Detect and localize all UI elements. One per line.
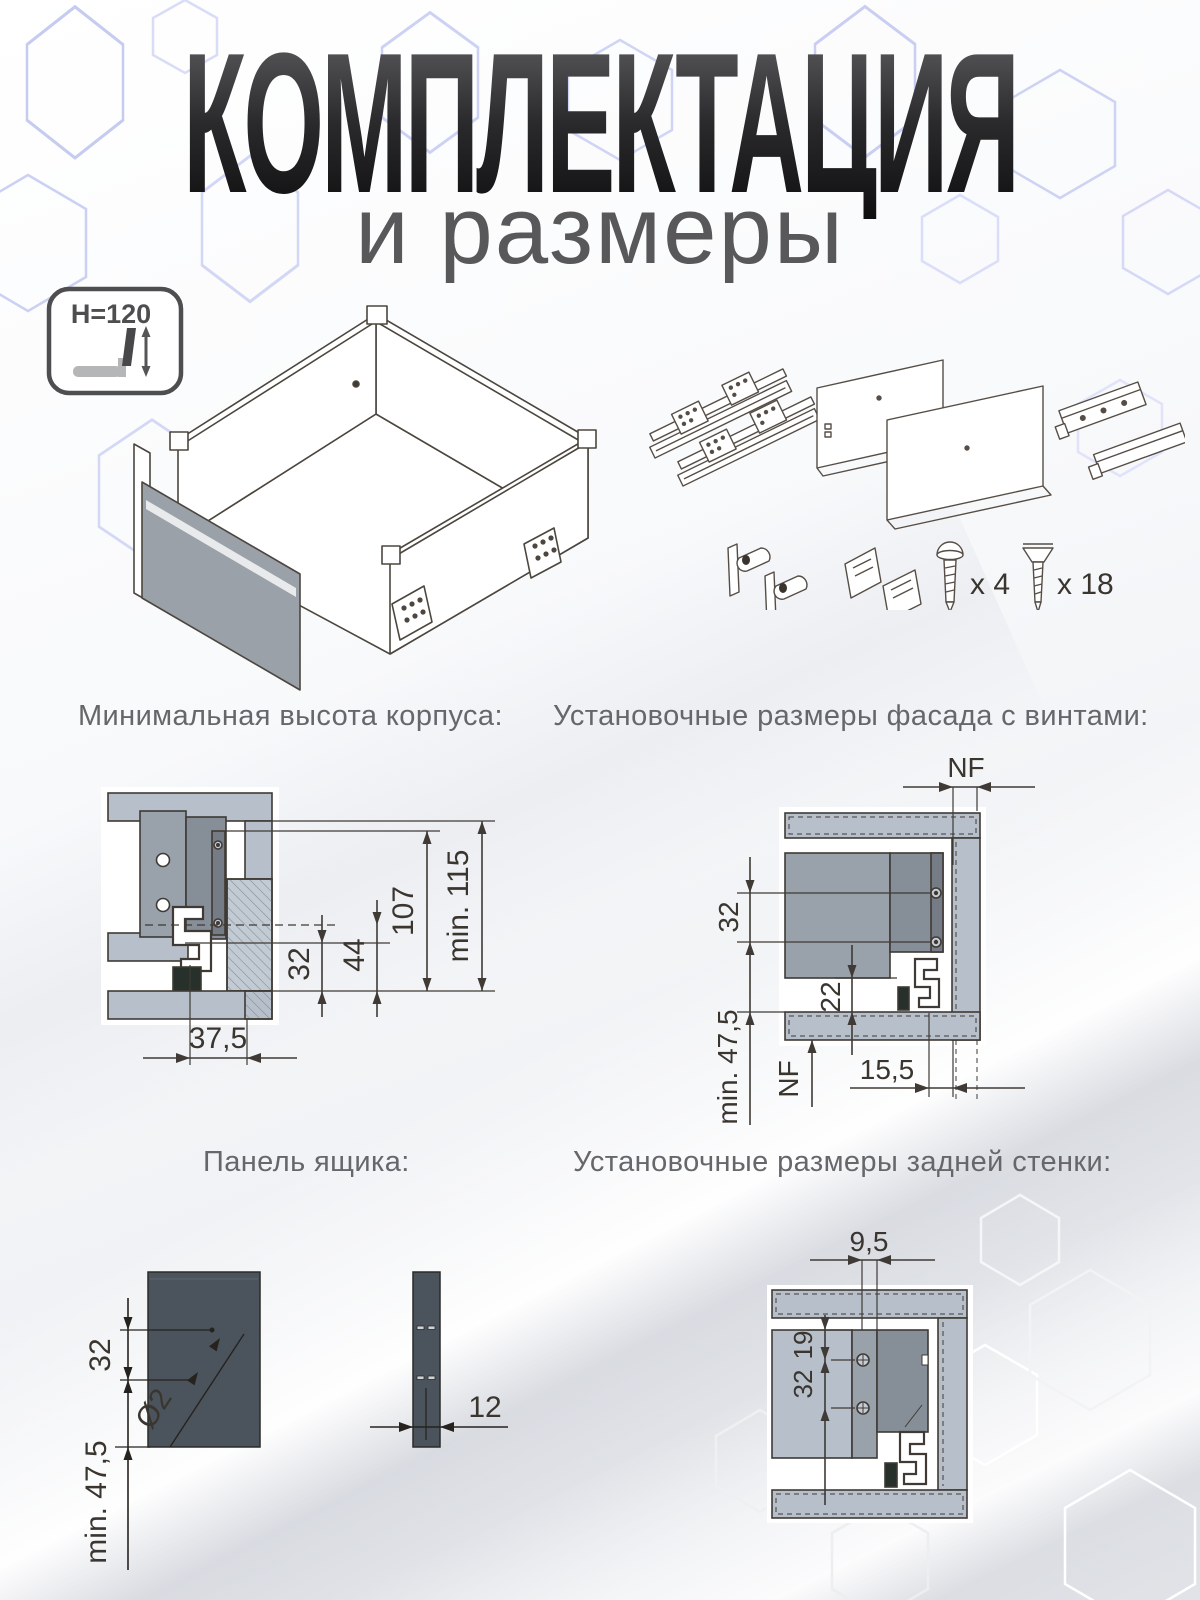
dim-22: 22	[815, 981, 846, 1012]
dim-32: 32	[84, 1338, 117, 1371]
hex-pattern-bottom	[714, 1193, 1197, 1600]
dim-nf-top: NF	[947, 752, 984, 783]
drawing-min-height: 32 44 107 min. 115 37,5	[101, 787, 495, 1065]
dim-37-5: 37,5	[189, 1022, 247, 1055]
dim-15-5: 15,5	[860, 1054, 915, 1085]
drawer-3d-drawing	[133, 305, 597, 691]
pan-head-screw	[936, 541, 964, 610]
facade-fastener	[764, 571, 808, 610]
dim-32: 32	[713, 901, 744, 932]
dim-107: 107	[387, 886, 420, 936]
dim-32: 32	[788, 1370, 818, 1399]
page-subtitle: и размеры	[355, 177, 845, 284]
dim-12: 12	[468, 1391, 501, 1424]
countersunk-screw	[1022, 543, 1054, 610]
dim-min-115: min. 115	[442, 850, 475, 963]
back-wall-bracket	[1087, 422, 1185, 480]
dim-32: 32	[283, 947, 316, 980]
height-badge: H=120	[46, 286, 184, 396]
dim-19: 19	[788, 1331, 818, 1360]
dim-44: 44	[338, 938, 371, 971]
dimension-arrows	[820, 1255, 891, 1421]
caption-panel: Панель ящика:	[203, 1146, 410, 1178]
slide-rail	[677, 396, 821, 487]
dim-min-47-5: min. 47,5	[80, 1440, 113, 1563]
drawing-facade: NF 32 22 min. 47,5 NF 15,5	[712, 752, 1035, 1125]
drawing-panel: 32 Ø2 min. 47,5 12	[80, 1271, 508, 1570]
drawer-locking-bracket	[391, 585, 433, 641]
dimension-lines	[115, 1298, 508, 1570]
caption-back-wall: Установочные размеры задней стенки:	[573, 1146, 1112, 1178]
back-wall-bracket	[1054, 381, 1147, 440]
dim-nf-bottom: NF	[773, 1060, 804, 1097]
logo-cover-plate	[844, 547, 882, 599]
caption-min-height: Минимальная высота корпуса:	[78, 700, 503, 732]
logo-cover-plate	[882, 569, 922, 610]
pan-screw-count: x 4	[970, 568, 1010, 601]
title-text: КОМПЛЕКТАЦИЯ	[183, 14, 1017, 219]
csk-screw-count: x 18	[1057, 568, 1114, 601]
caption-facade: Установочные размеры фасада с винтами:	[553, 700, 1149, 732]
height-badge-pictogram	[73, 326, 151, 377]
dimension-arrows	[745, 782, 991, 1093]
kit-components: x 4 x 18	[649, 359, 1185, 610]
dimension-arrows	[176, 821, 487, 1063]
drawer-front-panel	[141, 481, 301, 691]
dimension-arrows	[123, 1317, 454, 1460]
height-badge-label: H=120	[71, 299, 151, 329]
dimension-lines	[737, 786, 1035, 1125]
slide-rail	[649, 368, 793, 459]
dim-min-47-5: min. 47,5	[712, 1009, 743, 1124]
page-title: КОМПЛЕКТАЦИЯ	[183, 14, 1020, 219]
dim-9-5: 9,5	[850, 1226, 889, 1257]
side-panel	[886, 385, 1052, 530]
drawing-back-wall: 9,5 19 32	[767, 1226, 973, 1523]
facade-fastener	[727, 543, 771, 597]
drawer-locking-bracket	[523, 527, 562, 579]
